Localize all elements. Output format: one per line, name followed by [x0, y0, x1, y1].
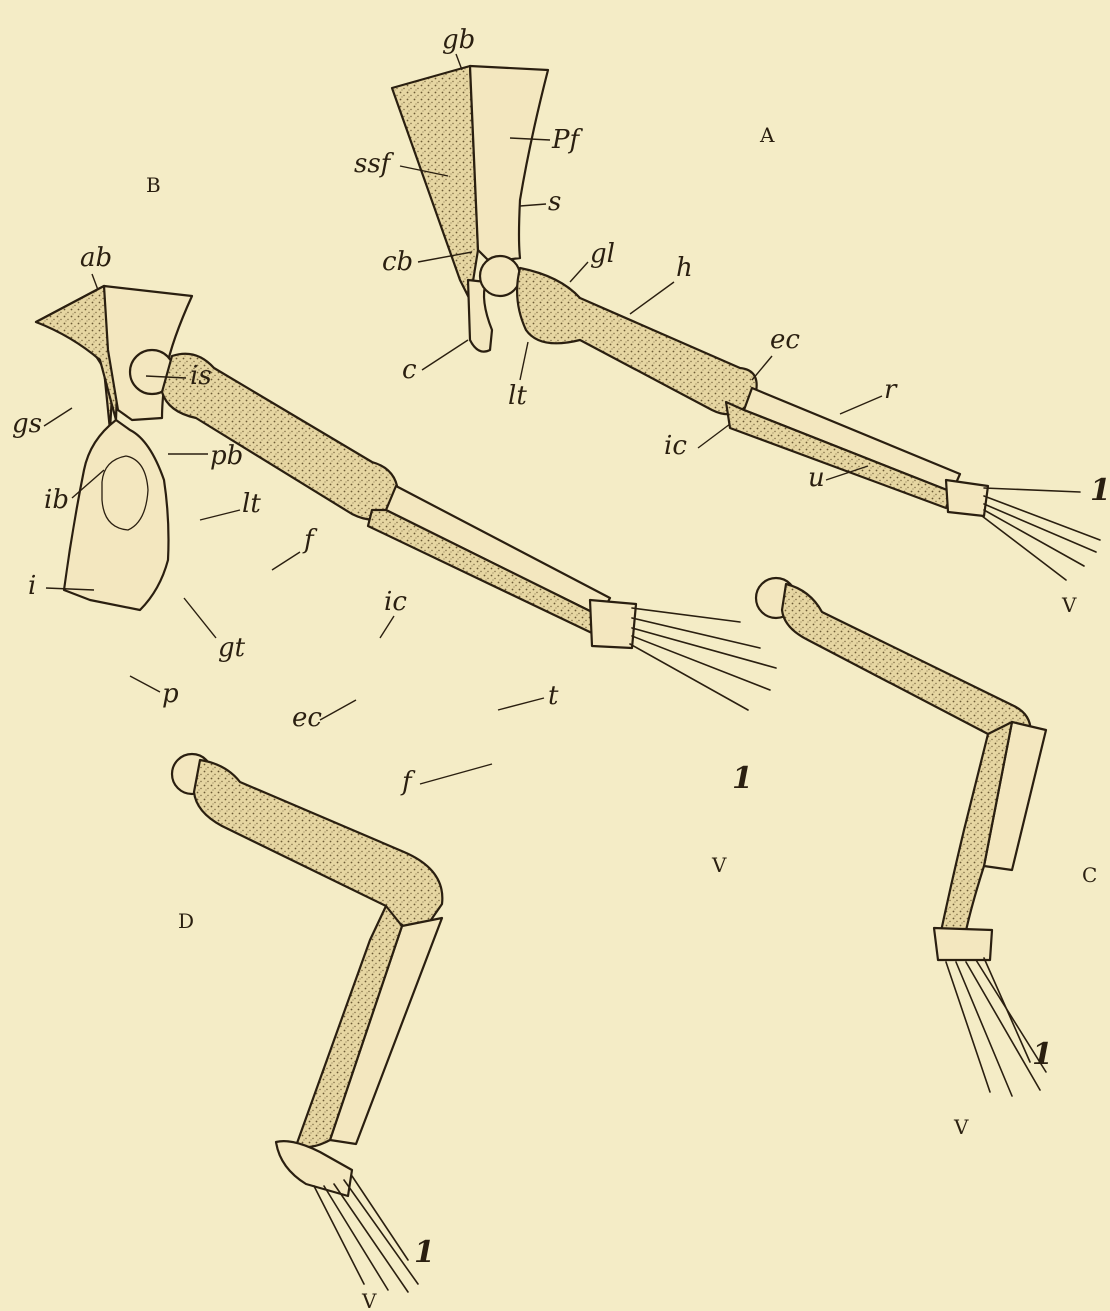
label-d-digit-5: V [361, 1289, 377, 1311]
label-a-h: h [676, 253, 693, 283]
figure-letter-a: A [759, 123, 775, 147]
carpus-c [934, 928, 992, 960]
label-b-f: f [302, 525, 318, 555]
label-d-digit-1: 1 [414, 1235, 435, 1270]
label-b-ec: ec [292, 703, 322, 733]
label-a-digit-1: 1 [1090, 473, 1110, 508]
figure-b-hindlimb: B ab is gs pb ib lt f i gt ic p ec t f 1… [12, 173, 776, 877]
label-a-c: c [402, 355, 417, 385]
label-a-r: r [884, 375, 898, 405]
label-a-ssf: ssf [354, 149, 395, 179]
label-b-ib: ib [44, 485, 69, 515]
upper-bone-c [782, 584, 1031, 752]
label-b-digit-5: V [711, 853, 727, 877]
label-b-i: i [28, 571, 36, 601]
label-a-cb: cb [382, 247, 413, 277]
tarsus-b [590, 600, 636, 648]
figure-letter-d: D [178, 909, 194, 933]
label-a-lt: lt [508, 381, 527, 411]
label-b-is: is [190, 361, 212, 391]
digits-c [946, 958, 1046, 1096]
label-a-digit-5: V [1061, 593, 1077, 617]
label-b-gs: gs [12, 409, 42, 439]
label-a-pf: Pf [551, 125, 583, 155]
digits-b [630, 608, 776, 710]
label-a-gl: gl [590, 239, 615, 269]
digits-d [314, 1176, 418, 1292]
figure-d-limb: D 1 V [172, 754, 442, 1311]
label-b-digit-1: 1 [732, 761, 753, 796]
figure-c-limb: C 1 V [756, 578, 1097, 1139]
ulna [726, 402, 952, 508]
scapula-blade [470, 66, 548, 262]
label-a-ec: ec [770, 325, 800, 355]
label-c-digit-1: 1 [1032, 1037, 1053, 1072]
tarsus-d [276, 1141, 352, 1196]
label-b-t: t [548, 681, 559, 711]
pelvis-lower [64, 420, 169, 610]
figure-letter-b: B [146, 173, 161, 197]
carpus-a [946, 480, 988, 516]
label-a-s: s [548, 187, 561, 217]
label-b-pb: pb [210, 441, 243, 471]
label-b-ic: ic [384, 587, 407, 617]
label-c-digit-5: V [953, 1115, 969, 1139]
digits-a [982, 488, 1100, 580]
label-a-u: u [808, 463, 825, 493]
label-b-p: p [162, 679, 179, 709]
label-b-lt: lt [242, 489, 261, 519]
humerus [517, 268, 757, 414]
label-b-f2: f [400, 767, 416, 797]
label-a-ic: ic [664, 431, 687, 461]
figure-letter-c: C [1082, 863, 1097, 887]
label-a-gb: gb [442, 25, 475, 55]
label-b-ab: ab [80, 243, 112, 273]
label-b-gt: gt [218, 633, 246, 663]
glenoid-head [480, 256, 520, 296]
